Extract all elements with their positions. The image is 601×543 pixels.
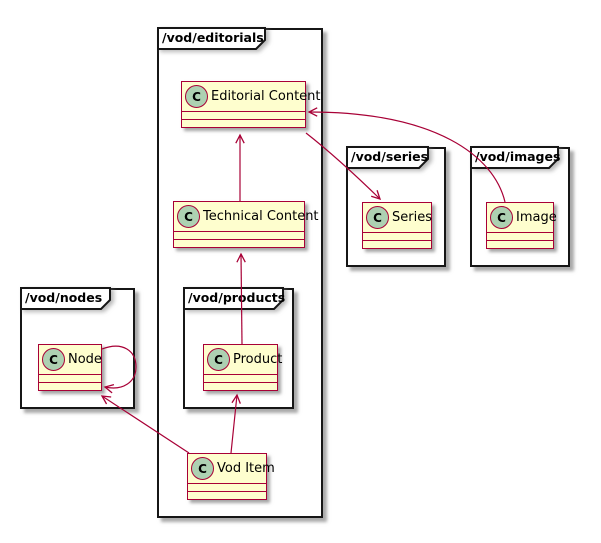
package-tab-nodes: /vod/nodes [20, 287, 112, 311]
class-stereotype-icon: C [366, 206, 389, 229]
class-node: C Node [38, 344, 102, 391]
class-fields-compartment [188, 483, 266, 491]
class-stereotype-icon: C [42, 348, 65, 371]
class-vod-item: C Vod Item [187, 453, 275, 500]
class-name: Product [233, 352, 283, 367]
class-title: C Series [363, 203, 432, 232]
class-product: C Product [203, 344, 282, 391]
class-stereotype-icon: C [207, 348, 230, 371]
package-tab-series: /vod/series [346, 146, 430, 170]
class-methods-compartment [182, 119, 305, 127]
package-editorials-label: /vod/editorials [162, 30, 264, 45]
package-tab-shape [183, 287, 284, 310]
class-methods-compartment [188, 491, 266, 499]
class-name: Series [392, 210, 432, 225]
class-fields-compartment [487, 232, 553, 240]
class-title: C Editorial Content [182, 82, 321, 111]
class-fields-compartment [182, 111, 305, 119]
class-title: C Image [487, 203, 557, 232]
class-methods-compartment [487, 240, 553, 248]
class-methods-compartment [204, 382, 277, 390]
class-fields-compartment [174, 231, 304, 239]
class-name: Editorial Content [211, 89, 321, 104]
class-fields-compartment [204, 374, 277, 382]
package-tab-products: /vod/products [183, 287, 285, 311]
class-methods-compartment [39, 382, 101, 390]
package-series-label: /vod/series [351, 149, 429, 164]
class-title: C Node [39, 345, 102, 374]
class-title: C Technical Content [174, 202, 319, 231]
class-title: C Product [204, 345, 282, 374]
class-stereotype-icon: C [177, 205, 200, 228]
package-tab-images: /vod/images [470, 146, 560, 170]
class-name: Technical Content [203, 209, 319, 224]
class-fields-compartment [363, 232, 431, 240]
class-methods-compartment [174, 239, 304, 247]
package-tab-shape [157, 27, 266, 50]
class-stereotype-icon: C [490, 206, 513, 229]
class-stereotype-icon: C [185, 85, 208, 108]
class-stereotype-icon: C [191, 457, 214, 480]
class-series: C Series [362, 202, 432, 249]
class-technical-content: C Technical Content [173, 201, 319, 248]
class-name: Vod Item [217, 461, 275, 476]
class-name: Image [516, 210, 557, 225]
class-methods-compartment [363, 240, 431, 248]
class-name: Node [68, 352, 102, 367]
package-tab-shape [20, 287, 111, 310]
class-fields-compartment [39, 374, 101, 382]
class-editorial-content: C Editorial Content [181, 81, 321, 128]
package-tab-editorials: /vod/editorials [157, 27, 267, 51]
class-image: C Image [486, 202, 557, 249]
package-nodes-label: /vod/nodes [25, 290, 103, 305]
package-images-label: /vod/images [475, 149, 561, 164]
class-title: C Vod Item [188, 454, 275, 483]
package-products-label: /vod/products [188, 290, 286, 305]
